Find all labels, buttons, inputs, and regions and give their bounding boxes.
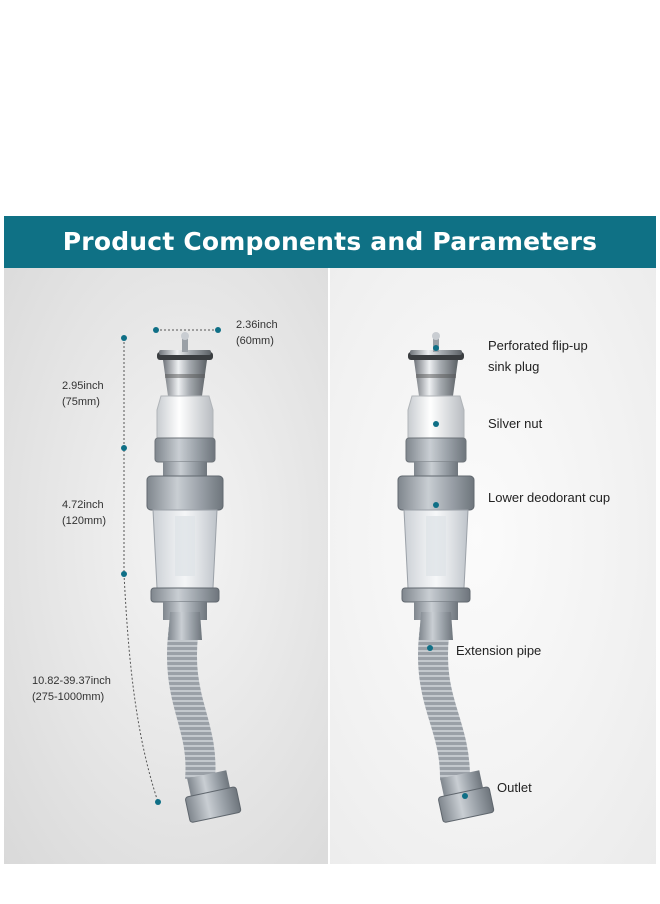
pipe-dot: [427, 645, 433, 651]
plug-height-label: 2.95inch(75mm): [62, 380, 104, 408]
pipe-label: Extension pipe: [456, 643, 542, 658]
pipe-length-label: 10.82-39.37inch(275-1000mm): [32, 675, 111, 703]
panel-divider: [328, 268, 330, 864]
cup-height-label: 4.72inch(120mm): [62, 499, 107, 527]
title-banner: Product Components and Parameters: [4, 216, 656, 268]
nut-dot: [433, 421, 439, 427]
outlet-label: Outlet: [497, 780, 532, 795]
components-panel: [330, 268, 656, 864]
page-title: Product Components and Parameters: [62, 227, 598, 256]
dim-dot: [153, 327, 159, 333]
cup-dot: [433, 502, 439, 508]
nut-label: Silver nut: [488, 416, 543, 431]
dim-dot: [121, 571, 127, 577]
dim-dot: [121, 335, 127, 341]
outlet-dot: [462, 793, 468, 799]
cup-label: Lower deodorant cup: [488, 490, 611, 505]
plug-dot: [433, 345, 439, 351]
dim-dot: [155, 799, 161, 805]
top-width-label: 2.36inch(60mm): [236, 319, 278, 347]
dim-dot: [215, 327, 221, 333]
dim-dot: [121, 445, 127, 451]
